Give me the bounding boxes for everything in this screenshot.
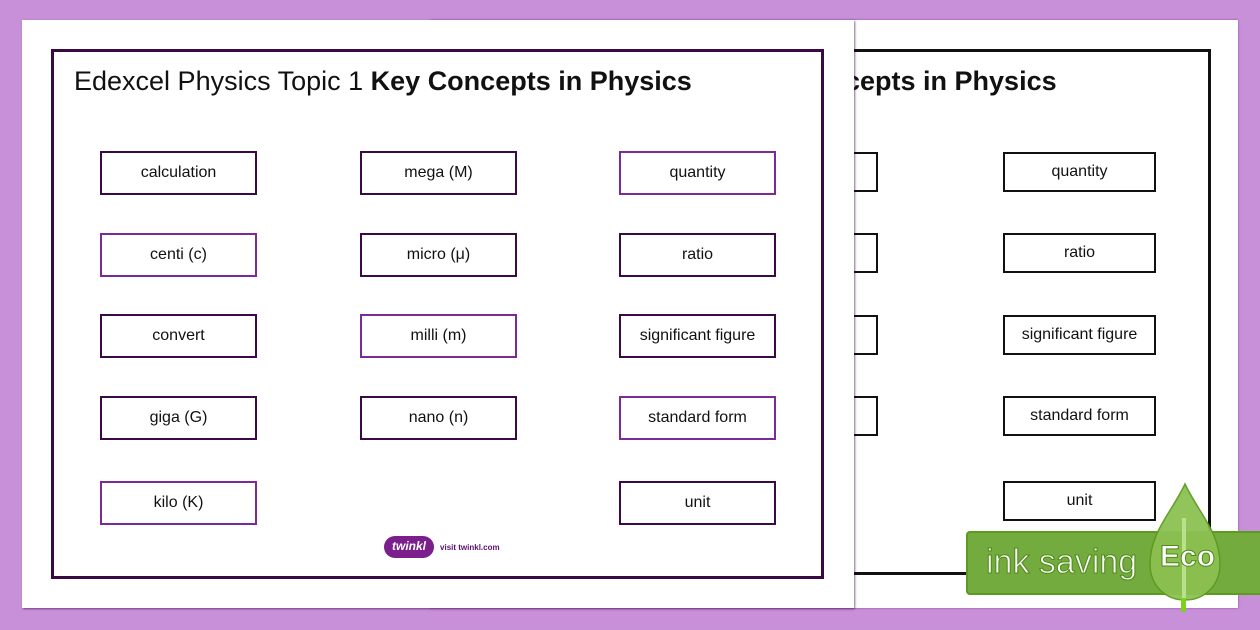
footer: twinkl visit twinkl.com — [384, 536, 500, 558]
back-word-card: quantity — [1003, 152, 1156, 192]
word-card-milli: milli (m) — [360, 314, 517, 358]
front-page: Edexcel Physics Topic 1 Key Concepts in … — [22, 20, 854, 608]
word-card-quantity: quantity — [619, 151, 776, 195]
word-card-significant-figure: significant figure — [619, 314, 776, 358]
word-card-centi: centi (c) — [100, 233, 257, 277]
back-word-card: unit — [1003, 481, 1156, 521]
word-card-kilo: kilo (K) — [100, 481, 257, 525]
back-word-card: significant figure — [1003, 315, 1156, 355]
title-regular: Edexcel Physics Topic 1 — [74, 66, 371, 96]
word-card-ratio: ratio — [619, 233, 776, 277]
back-word-card: ratio — [1003, 233, 1156, 273]
word-card-standard-form: standard form — [619, 396, 776, 440]
page-frame — [51, 49, 824, 579]
ink-saving-text: ink saving — [985, 543, 1138, 582]
title-bold: Key Concepts in Physics — [370, 66, 692, 96]
word-card-nano: nano (n) — [360, 396, 517, 440]
page-title: Edexcel Physics Topic 1 Key Concepts in … — [74, 66, 692, 97]
back-word-card: standard form — [1003, 396, 1156, 436]
eco-label: Eco — [1159, 540, 1216, 574]
word-card-giga: giga (G) — [100, 396, 257, 440]
word-card-convert: convert — [100, 314, 257, 358]
twinkl-logo: twinkl — [384, 536, 435, 558]
word-card-micro: micro (μ) — [360, 233, 517, 277]
back-page-title: cepts in Physics — [845, 66, 1057, 96]
word-card-unit: unit — [619, 481, 776, 525]
leaf-drop-icon — [1149, 482, 1221, 612]
visit-link[interactable]: visit twinkl.com — [440, 542, 500, 552]
word-card-mega: mega (M) — [360, 151, 517, 195]
word-card-calculation: calculation — [100, 151, 257, 195]
